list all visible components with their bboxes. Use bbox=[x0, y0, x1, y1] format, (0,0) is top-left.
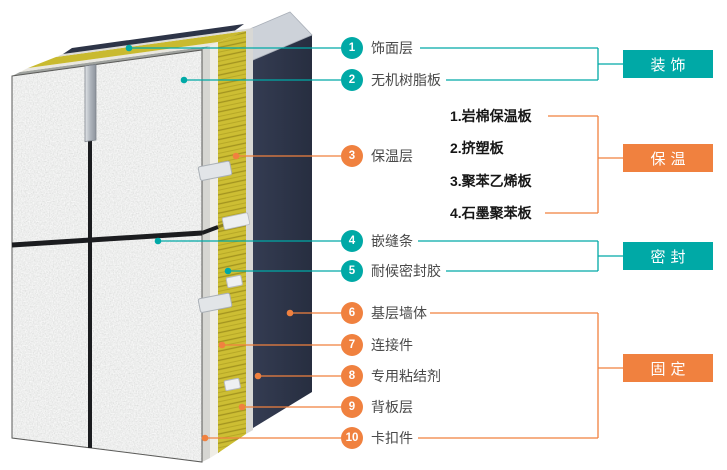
panel-edge-stripe bbox=[202, 46, 210, 462]
callout-number: 3 bbox=[341, 145, 363, 167]
metal-strip bbox=[84, 64, 97, 142]
callout-10: 10 卡扣件 bbox=[341, 427, 413, 449]
callout-label: 卡扣件 bbox=[371, 430, 413, 446]
callout-number: 8 bbox=[341, 365, 363, 387]
callout-label: 保温层 bbox=[371, 148, 413, 164]
callout-6: 6 基层墙体 bbox=[341, 302, 427, 324]
callout-label: 连接件 bbox=[371, 337, 413, 353]
callout-1: 1 饰面层 bbox=[341, 37, 413, 59]
callout-3: 3 保温层 bbox=[341, 145, 413, 167]
callout-2: 2 无机树脂板 bbox=[341, 69, 441, 91]
back-board-stripe bbox=[246, 28, 253, 434]
insulation-type-item: 3.聚苯乙烯板 bbox=[450, 173, 532, 189]
callout-number: 6 bbox=[341, 302, 363, 324]
callout-number: 2 bbox=[341, 69, 363, 91]
category-badge-fixing: 固定 bbox=[623, 354, 713, 382]
callout-label: 无机树脂板 bbox=[371, 72, 441, 88]
callout-number: 1 bbox=[341, 37, 363, 59]
callout-label: 专用粘结剂 bbox=[371, 368, 441, 384]
insulation-type-item: 1.岩棉保温板 bbox=[450, 108, 532, 124]
callout-label: 背板层 bbox=[371, 399, 413, 415]
callout-number: 4 bbox=[341, 230, 363, 252]
callout-number: 9 bbox=[341, 396, 363, 418]
resin-board-stripe bbox=[210, 42, 218, 458]
category-badge-sealing: 密封 bbox=[623, 242, 713, 270]
callout-label: 饰面层 bbox=[371, 40, 413, 56]
category-badge-insulation: 保温 bbox=[623, 144, 713, 172]
insulation-type-item: 2.挤塑板 bbox=[450, 140, 504, 156]
callout-9: 9 背板层 bbox=[341, 396, 413, 418]
insulation-type-item: 4.石墨聚苯板 bbox=[450, 205, 532, 221]
callout-label: 嵌缝条 bbox=[371, 233, 413, 249]
callout-number: 7 bbox=[341, 334, 363, 356]
decorative-panel-face bbox=[11, 49, 247, 463]
callout-number: 5 bbox=[341, 260, 363, 282]
callout-4: 4 嵌缝条 bbox=[341, 230, 413, 252]
callout-label: 耐候密封胶 bbox=[371, 263, 441, 279]
category-badge-decoration: 装饰 bbox=[623, 50, 713, 78]
base-wall-face bbox=[253, 35, 312, 428]
callout-number: 10 bbox=[341, 427, 363, 449]
top-layer-bands bbox=[12, 24, 253, 76]
callout-5: 5 耐候密封胶 bbox=[341, 260, 441, 282]
callout-7: 7 连接件 bbox=[341, 334, 413, 356]
callout-8: 8 专用粘结剂 bbox=[341, 365, 441, 387]
connector-clips bbox=[197, 160, 251, 392]
layer-stripes bbox=[202, 28, 253, 462]
horizontal-joint bbox=[11, 230, 203, 248]
wall-cutaway-illustration bbox=[11, 11, 313, 463]
callout-label: 基层墙体 bbox=[371, 305, 427, 321]
